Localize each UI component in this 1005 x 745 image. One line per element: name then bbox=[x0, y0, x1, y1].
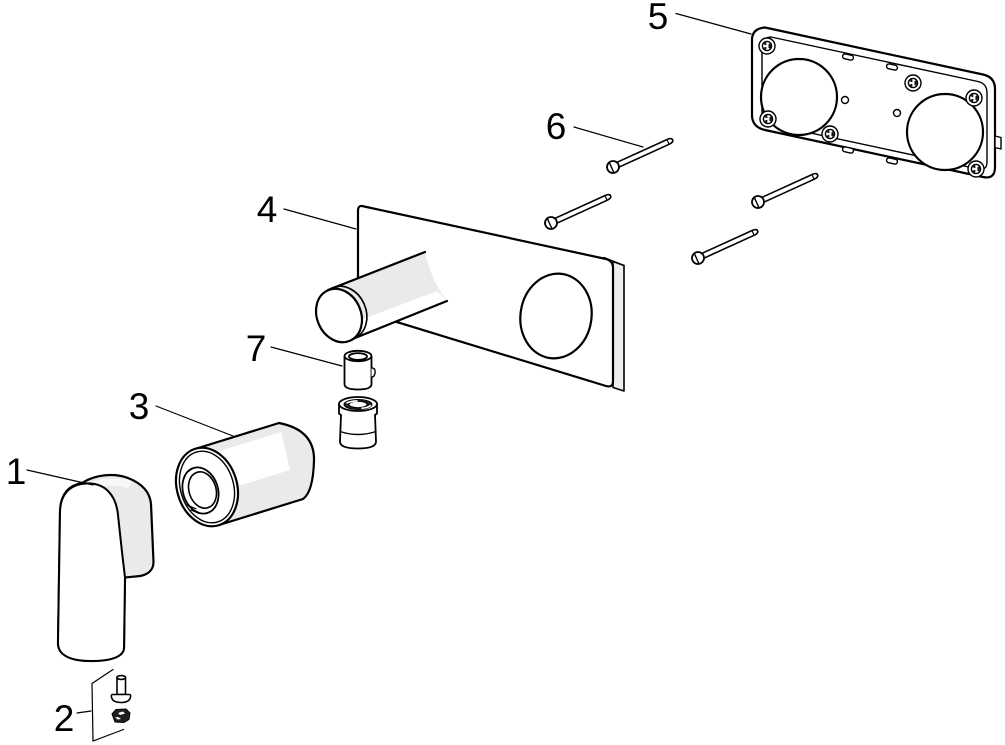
callout-6: 6 bbox=[546, 106, 567, 147]
spout-face bbox=[314, 287, 364, 344]
fixing-screw bbox=[606, 137, 674, 174]
callout-3-leader bbox=[155, 405, 234, 437]
callout-4-leader bbox=[283, 208, 357, 230]
plate-slot-holes bbox=[840, 53, 902, 165]
callout-1-leader bbox=[26, 469, 94, 486]
part-handle-sleeve bbox=[174, 421, 316, 528]
callout-5: 5 bbox=[648, 0, 669, 37]
fixing-screw bbox=[691, 228, 759, 265]
retaining-nut bbox=[111, 708, 131, 724]
callout-7-leader bbox=[270, 346, 343, 367]
callout-4: 4 bbox=[257, 189, 278, 230]
aerator-housing bbox=[338, 396, 378, 450]
spout bbox=[314, 250, 449, 344]
fixing-screw bbox=[544, 193, 612, 230]
plate-side-notch bbox=[994, 135, 1002, 150]
part-handle-screw-set bbox=[91, 668, 132, 742]
aerator-insert bbox=[343, 349, 376, 391]
plate-screw-bosses bbox=[758, 37, 985, 178]
cover-plate-valve-opening bbox=[519, 272, 593, 360]
callout-2-leader bbox=[76, 710, 92, 714]
callout-1: 1 bbox=[6, 451, 27, 492]
fixing-screw bbox=[751, 172, 819, 209]
callout-5-leader bbox=[675, 12, 752, 35]
part-aerator bbox=[338, 349, 378, 450]
cover-plate-edge bbox=[612, 260, 625, 392]
sleeve-bore bbox=[181, 466, 220, 515]
plate-left-opening bbox=[759, 57, 839, 137]
part-cover-plate bbox=[314, 204, 625, 392]
callout-leaders bbox=[26, 12, 752, 714]
callout-2-bracket bbox=[91, 668, 125, 742]
callout-6-leader bbox=[573, 126, 644, 148]
part-lever-handle bbox=[56, 473, 155, 663]
callout-2: 2 bbox=[54, 698, 75, 739]
part-mounting-plate bbox=[750, 26, 1002, 179]
plate-right-opening bbox=[905, 92, 985, 172]
callout-7: 7 bbox=[246, 328, 267, 369]
callout-numbers: 1 2 3 4 5 6 7 bbox=[6, 0, 669, 739]
grub-screw bbox=[110, 674, 132, 704]
part-fixing-screws bbox=[544, 137, 819, 265]
callout-3: 3 bbox=[129, 386, 150, 427]
